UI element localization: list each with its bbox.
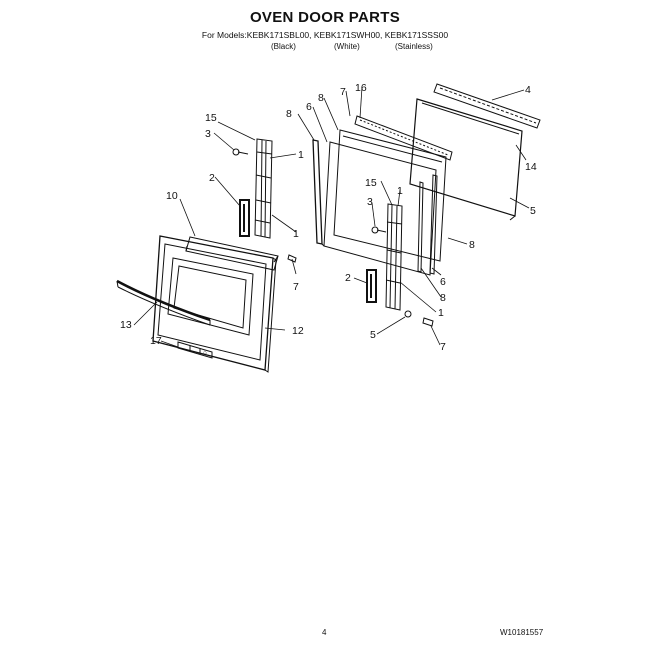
inner-door-frame bbox=[312, 139, 437, 276]
glass-retainer-bracket bbox=[354, 115, 453, 161]
svg-text:⌂: ⌂ bbox=[203, 350, 207, 356]
door-latch-bracket: ⌂ bbox=[177, 341, 213, 359]
callout-17: 17 bbox=[150, 335, 162, 347]
callout-3-right: 3 bbox=[367, 196, 373, 208]
door-insulation-strip bbox=[185, 236, 279, 271]
callout-4: 4 bbox=[525, 84, 531, 96]
callout-7-left: 6 bbox=[306, 101, 312, 113]
callout-13: 13 bbox=[120, 319, 132, 331]
callout-15-right: 15 bbox=[365, 177, 377, 189]
callout-10-middle: 8 bbox=[318, 92, 324, 104]
callout-1-right-bottom: 1 bbox=[438, 307, 444, 319]
callout-11: 10 bbox=[166, 190, 178, 202]
callout-8-left: 7 bbox=[293, 281, 299, 293]
models-line: For Models:KEBK171SBL00, KEBK171SWH00, K… bbox=[201, 30, 449, 40]
callout-6: 5 bbox=[530, 205, 536, 217]
color-label-black: (Black) bbox=[271, 42, 296, 51]
document-code: W10181557 bbox=[500, 628, 544, 637]
callout-14: 14 bbox=[525, 161, 537, 173]
callout-2-left: 2 bbox=[209, 172, 215, 184]
page-number: 4 bbox=[322, 628, 327, 637]
color-label-white: (White) bbox=[334, 42, 360, 51]
callout-1-right-top: 1 bbox=[397, 185, 403, 197]
callout-7-right: 6 bbox=[440, 276, 446, 288]
side-gasket-strip bbox=[417, 174, 438, 275]
callout-10-bottom: 8 bbox=[440, 292, 446, 304]
callout-8-top: 7 bbox=[340, 86, 346, 98]
outer-glass-panel bbox=[409, 98, 523, 221]
callout-1-left-bottom: 1 bbox=[293, 228, 299, 240]
callout-16: 16 bbox=[355, 82, 367, 94]
callout-3-left: 3 bbox=[205, 128, 211, 140]
page-title: OVEN DOOR PARTS bbox=[249, 9, 401, 26]
left-hinge-assembly bbox=[232, 138, 273, 239]
door-handle bbox=[116, 279, 211, 326]
door-top-trim bbox=[433, 83, 541, 129]
callout-numbers: 15 3 2 10 1 1 7 12 13 17 8 6 8 7 16 4 14… bbox=[120, 82, 537, 353]
callout-12: 12 bbox=[292, 325, 304, 337]
callout-10-right: 8 bbox=[469, 239, 475, 251]
callout-10-left: 8 bbox=[286, 108, 292, 120]
callout-leaders bbox=[133, 86, 530, 348]
callout-8-right: 7 bbox=[440, 341, 446, 353]
callout-15-left: 15 bbox=[205, 112, 217, 124]
color-label-stainless: (Stainless) bbox=[395, 42, 433, 51]
door-screw bbox=[287, 254, 297, 263]
callout-2-right: 2 bbox=[345, 272, 351, 284]
callout-1-left-top: 1 bbox=[298, 149, 304, 161]
right-hinge-assembly bbox=[366, 203, 434, 327]
outer-door-panel bbox=[152, 235, 277, 373]
callout-5: 5 bbox=[370, 329, 376, 341]
inner-glass-panel bbox=[333, 129, 447, 262]
